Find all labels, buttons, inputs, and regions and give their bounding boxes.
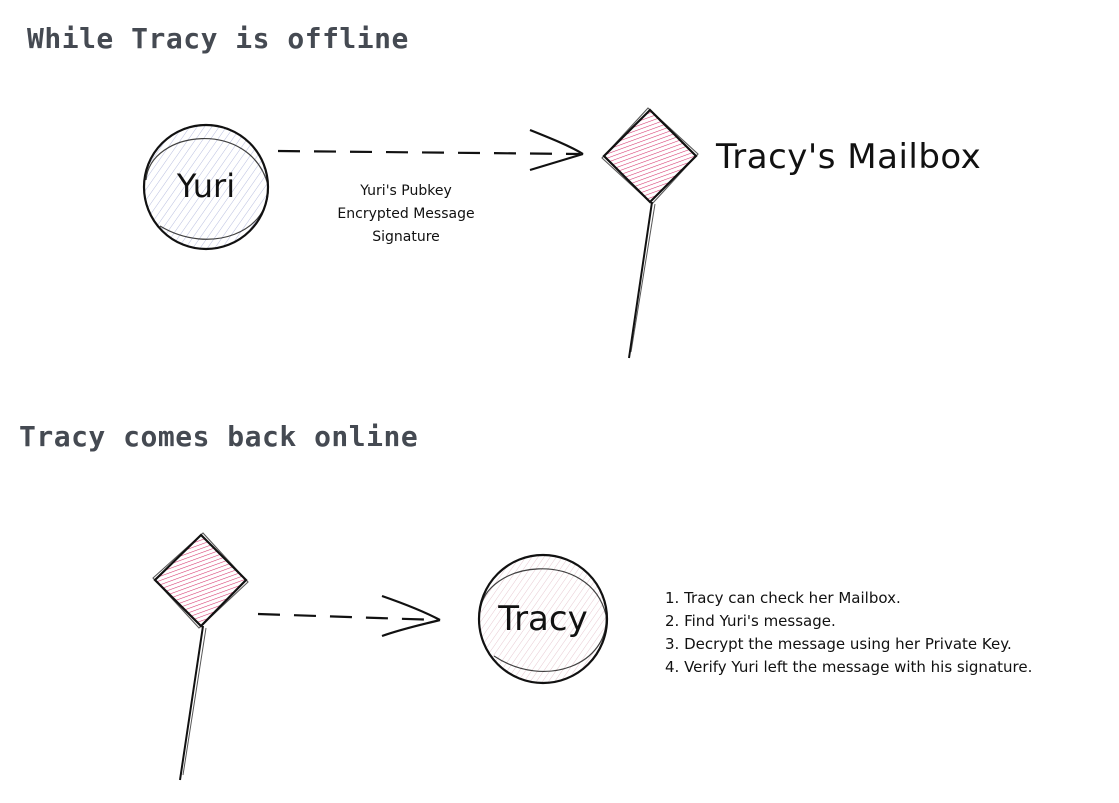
section-heading-offline: While Tracy is offline: [27, 22, 409, 55]
yuri-label: Yuri: [176, 167, 235, 205]
step-item: 4. Verify Yuri left the message with his…: [665, 658, 1033, 676]
tracy-node: Tracy: [477, 553, 609, 685]
yuri-node: Yuri: [142, 123, 270, 251]
payload-line-signature: Signature: [372, 229, 440, 245]
arrow-mailbox-to-tracy: [257, 594, 441, 638]
arrow-yuri-to-mailbox: [277, 128, 584, 172]
step-item: 3. Decrypt the message using her Private…: [665, 635, 1012, 653]
payload-line-pubkey: Yuri's Pubkey: [359, 183, 452, 199]
tracy-label: Tracy: [497, 599, 587, 639]
mailbox-label: Tracy's Mailbox: [715, 137, 981, 177]
step-item: 1. Tracy can check her Mailbox.: [665, 589, 901, 607]
step-item: 2. Find Yuri's message.: [665, 612, 836, 630]
mailbox-icon: [152, 532, 249, 781]
payload-line-encrypted: Encrypted Message: [337, 206, 474, 222]
steps-list: 1. Tracy can check her Mailbox. 2. Find …: [665, 587, 1032, 679]
section-heading-online: Tracy comes back online: [19, 420, 419, 453]
mailbox-icon: [601, 107, 699, 359]
